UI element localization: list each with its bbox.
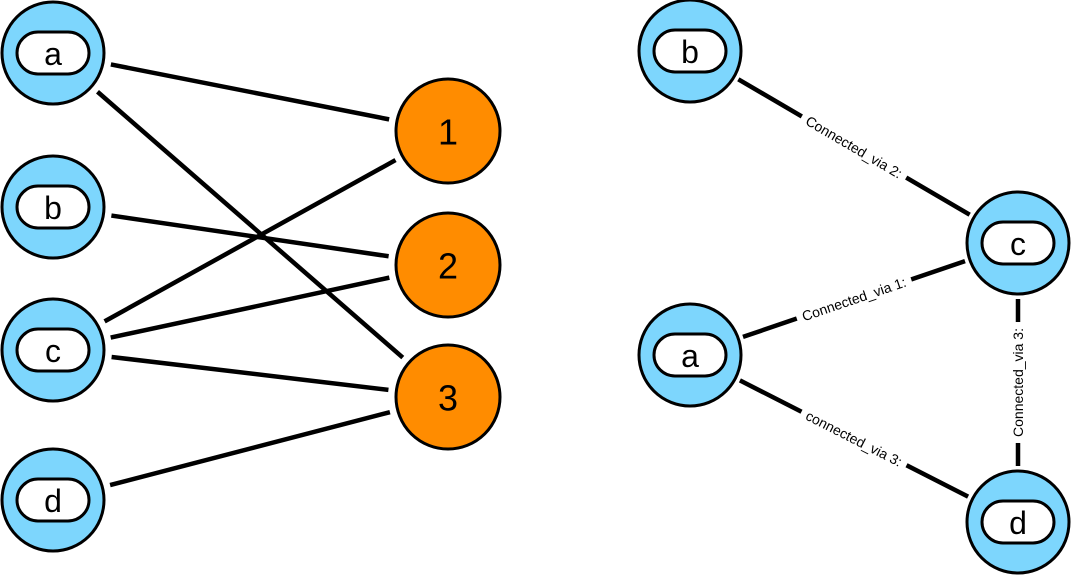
entity-node-b[interactable]: b — [0, 154, 106, 260]
edge-label-background — [1009, 322, 1027, 443]
entity-node-d[interactable]: d — [0, 447, 106, 553]
projected-node-b[interactable]: b — [637, 0, 743, 104]
projected-edge-b-c: Connected_via 2: — [737, 77, 971, 217]
node-inner-pill — [15, 30, 91, 76]
node-inner-pill — [15, 327, 91, 373]
projected-node-a[interactable]: a — [637, 302, 743, 408]
node-label: a — [681, 338, 699, 374]
node-label: a — [44, 36, 62, 72]
edge-label-group: Connected_via 3: — [1009, 322, 1027, 443]
edge-c-3 — [111, 354, 389, 393]
node-label: b — [681, 34, 699, 70]
node-inner-pill — [980, 499, 1056, 545]
edge-label-background — [797, 108, 911, 186]
node-label: c — [1010, 226, 1026, 262]
right-graph-nodes: b c a d — [637, 0, 1071, 575]
item-circle — [394, 211, 502, 319]
edge-label-background — [793, 270, 915, 328]
edge-label-group: Connected_via 2: — [797, 108, 911, 186]
entity-node-a[interactable]: a — [0, 0, 106, 106]
edge-b-2 — [111, 213, 389, 259]
edge-a-3 — [96, 90, 405, 360]
node-inner-pill — [980, 220, 1056, 266]
right-graph-edges: Connected_via 2: Connected_via 1: connecte… — [737, 77, 1027, 499]
projected-node-c[interactable]: c — [965, 190, 1071, 296]
left-graph-nodes: a b c d 1 2 3 — [0, 0, 502, 553]
item-node-1[interactable]: 1 — [394, 77, 502, 185]
item-label: 3 — [438, 378, 458, 419]
edge-label: Connected_via 1: — [800, 274, 908, 324]
node-inner-pill — [15, 184, 91, 230]
projected-edge-c-d: Connected_via 3: — [1009, 299, 1027, 466]
edge-c-1 — [103, 158, 397, 324]
projected-edge-a-d: connected_via 3: — [738, 378, 970, 499]
edge-c-2 — [110, 275, 390, 340]
node-inner-pill — [652, 28, 728, 74]
item-node-3[interactable]: 3 — [394, 343, 502, 451]
edge-a-1 — [110, 62, 390, 122]
item-circle — [394, 77, 502, 185]
node-label: c — [45, 333, 61, 369]
node-label: b — [44, 190, 62, 226]
projected-node-d[interactable]: d — [965, 469, 1071, 575]
node-label: d — [1009, 505, 1027, 541]
item-node-2[interactable]: 2 — [394, 211, 502, 319]
edge-label: connected_via 3: — [803, 407, 905, 469]
node-label: d — [44, 483, 62, 519]
edge-label-group: Connected_via 1: — [793, 270, 915, 328]
edge-label: Connected_via 2: — [803, 113, 905, 182]
edge-label-group: connected_via 3: — [797, 403, 911, 474]
item-label: 2 — [438, 246, 458, 287]
left-graph-edges — [96, 62, 405, 488]
entity-node-c[interactable]: c — [0, 297, 106, 403]
edge-d-3 — [109, 409, 391, 488]
edge-label: Connected_via 3: — [1010, 328, 1026, 437]
node-inner-pill — [652, 332, 728, 378]
edge-label-background — [797, 403, 911, 474]
projected-edge-a-c: Connected_via 1: — [742, 258, 966, 340]
item-circle — [394, 343, 502, 451]
node-inner-pill — [15, 477, 91, 523]
item-label: 1 — [438, 112, 458, 153]
